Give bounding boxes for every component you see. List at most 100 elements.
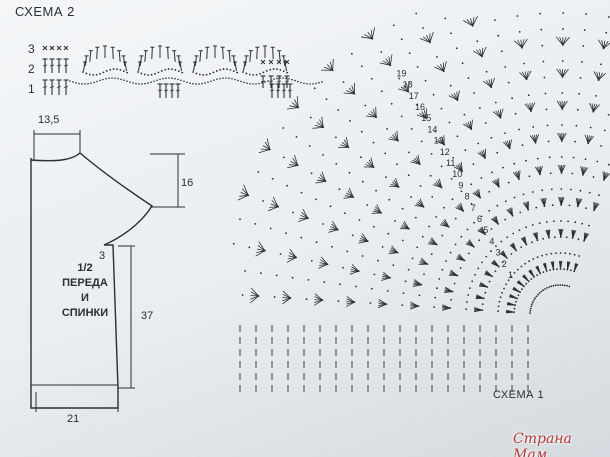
chain-dot	[519, 211, 522, 214]
fan-stitch-symbol	[437, 139, 445, 145]
chain-dot	[453, 282, 456, 285]
chain-dot	[473, 92, 475, 94]
fan-stitch-symbol	[513, 40, 523, 48]
fan-stitch-symbol	[313, 299, 323, 306]
chain-dot	[87, 82, 89, 85]
fan-stitch-symbol	[507, 301, 516, 306]
chain-dot	[605, 31, 608, 34]
fan-stitch-symbol	[458, 253, 465, 261]
chain-dot	[541, 44, 544, 47]
chain-dot	[498, 300, 501, 303]
fan-stitch-symbol	[406, 83, 409, 92]
chain-dot	[225, 77, 227, 79]
chain-dot	[213, 79, 215, 81]
fan-stitch-symbol	[548, 229, 551, 238]
fan-stitch-symbol	[370, 29, 373, 39]
chain-dot	[460, 235, 463, 238]
chain-dot	[538, 292, 541, 294]
chain-dot	[273, 78, 275, 80]
fan-stitch-symbol	[138, 61, 141, 72]
chain-dot	[102, 71, 105, 74]
chain-dot	[550, 252, 553, 255]
chain-dot	[361, 255, 364, 257]
chain-dot	[548, 156, 551, 159]
chain-dot	[516, 15, 519, 17]
chain-dot	[410, 196, 412, 198]
chain-dot	[559, 252, 562, 254]
chain-dot	[512, 232, 515, 235]
fan-stitch-symbol	[391, 245, 398, 253]
chain-dot	[497, 310, 499, 312]
chain-dot	[472, 163, 475, 166]
fan-stitch-symbol	[603, 173, 610, 181]
chain-dot	[561, 284, 564, 286]
scheme2-row-label: 3	[28, 42, 35, 56]
chain-dot	[501, 261, 504, 263]
chain-dot	[385, 176, 387, 179]
chain-dot	[209, 72, 211, 75]
chain-dot	[574, 140, 576, 143]
fan-stitch-symbol	[603, 40, 606, 49]
row-number-label: 13	[434, 136, 444, 146]
chain-dot	[153, 80, 155, 83]
chain-dot	[500, 240, 503, 243]
chain-dot	[440, 165, 443, 168]
chain-dot	[388, 198, 391, 201]
chain-dot	[351, 234, 354, 237]
dimension-shoulder: 13,5	[38, 114, 60, 126]
fan-stitch-symbol	[422, 36, 431, 43]
fan-stitch-symbol	[509, 294, 518, 299]
fan-stitch-symbol	[419, 112, 427, 119]
chain-dot	[335, 136, 337, 139]
fan-stitch-symbol	[488, 79, 492, 88]
chain-dot	[181, 71, 184, 74]
fan-stitch-symbol	[281, 297, 291, 305]
fan-stitch-symbol	[302, 209, 309, 219]
chain-dot	[232, 70, 235, 73]
fan-stitch-symbol	[264, 141, 271, 150]
chain-dot	[257, 171, 260, 173]
fan-stitch-symbol	[349, 270, 359, 275]
sc-stitch-symbol	[260, 59, 266, 65]
chain-dot	[248, 246, 251, 249]
fan-stitch-symbol	[560, 260, 563, 270]
chain-dot	[416, 104, 419, 106]
chain-dot	[530, 305, 533, 308]
fan-stitch-symbol	[437, 65, 445, 72]
fan-stitch-symbol	[562, 68, 569, 78]
chain-dot	[414, 216, 417, 219]
fan-stitch-symbol	[350, 270, 359, 273]
row-number-label: 6	[477, 214, 482, 224]
fan-stitch-symbol	[359, 240, 368, 242]
chain-dot	[518, 229, 521, 232]
chain-dot	[325, 98, 328, 100]
fan-stitch-symbol	[481, 226, 486, 235]
fan-stitch-symbol	[544, 197, 547, 207]
chain-dot	[465, 308, 468, 310]
chain-dot	[549, 269, 551, 271]
fan-stitch-symbol	[232, 55, 236, 67]
fan-stitch-symbol	[84, 55, 88, 67]
chain-dot	[563, 284, 566, 287]
sc-stitch-symbol	[63, 45, 69, 51]
chain-dot	[232, 242, 235, 245]
fan-stitch-symbol	[329, 61, 333, 71]
fan-stitch-symbol	[603, 40, 609, 49]
chain-dot	[338, 188, 341, 191]
chain-dot	[552, 284, 555, 287]
chain-dot	[588, 224, 590, 227]
chain-dot	[559, 284, 562, 286]
chain-dot	[394, 220, 396, 222]
chain-dot	[428, 225, 430, 228]
chain-dot	[459, 267, 462, 269]
fan-stitch-symbol	[269, 206, 279, 208]
chain-dot	[522, 193, 525, 196]
chain-dot	[480, 215, 483, 218]
chain-dot	[231, 77, 233, 80]
fan-stitch-symbol	[442, 62, 445, 72]
chain-dot	[430, 253, 433, 256]
fan-stitch-symbol	[346, 301, 355, 305]
fan-stitch-symbol	[500, 108, 504, 118]
chain-dot	[540, 290, 543, 293]
chain-dot	[252, 83, 254, 85]
